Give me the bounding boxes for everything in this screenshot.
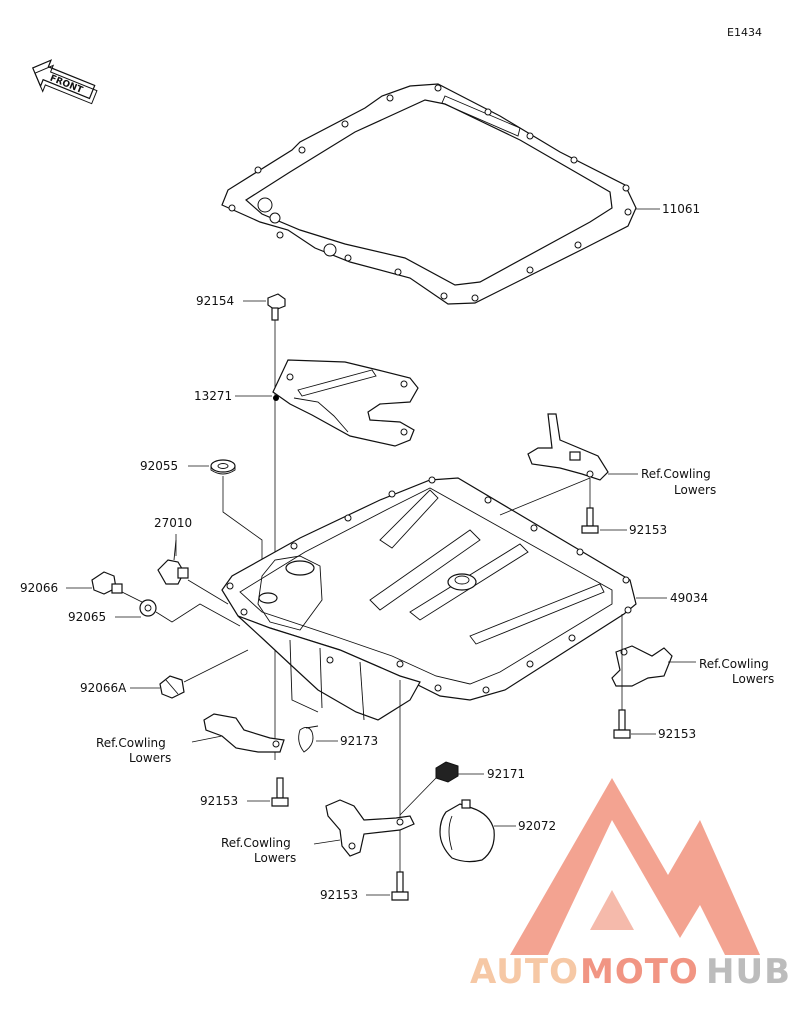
callout-13271: 13271 [194, 389, 232, 403]
plug-92066 [91, 571, 123, 595]
bracket-bottom [325, 799, 415, 857]
ref-right-line2: Lowers [732, 672, 774, 686]
diagram-code: E1434 [727, 26, 762, 39]
front-arrow-icon: FRONT [31, 59, 98, 105]
ref-left-line2: Lowers [129, 751, 171, 765]
plate-13271 [272, 359, 419, 447]
bracket-left [203, 713, 285, 753]
clamp-92171 [435, 761, 459, 783]
callout-11061: 11061 [662, 202, 700, 216]
callout-92173: 92173 [340, 734, 378, 748]
bolt-92153-bottom [391, 871, 409, 901]
bracket-upper-right [527, 413, 609, 481]
callout-92065: 92065 [68, 610, 106, 624]
ref-right-line1: Ref.Cowling [699, 657, 769, 671]
callout-92153-upper-right: 92153 [629, 523, 667, 537]
ref-bottom-line1: Ref.Cowling [221, 836, 291, 850]
callout-92153-bottom: 92153 [320, 888, 358, 902]
ref-upper-right-line1: Ref.Cowling [641, 467, 711, 481]
ref-bottom-line2: Lowers [254, 851, 296, 865]
oil-pan-49034 [221, 476, 637, 721]
watermark-logo: AUTO MOTO HUB [470, 778, 791, 992]
watermark-word-hub: HUB [706, 952, 791, 992]
callout-92154: 92154 [196, 294, 234, 308]
watermark-word-auto: AUTO [470, 952, 579, 992]
callout-92153-left: 92153 [200, 794, 238, 808]
washer-92065 [139, 599, 157, 617]
bracket-right [611, 645, 673, 687]
bolt-92154 [267, 293, 286, 321]
callout-92066: 92066 [20, 581, 58, 595]
gasket-11061 [221, 83, 637, 305]
callout-92055: 92055 [140, 459, 178, 473]
bolt-92153-right [613, 709, 631, 739]
band-92072 [439, 799, 495, 863]
callout-92171: 92171 [487, 767, 525, 781]
plug-92066a [159, 675, 185, 699]
watermark-word-moto: MOTO [580, 952, 699, 992]
callout-27010: 27010 [154, 516, 192, 530]
washer-92055 [210, 459, 236, 475]
ref-left-line1: Ref.Cowling [96, 736, 166, 750]
callout-92153-right: 92153 [658, 727, 696, 741]
bolt-92153-left [271, 777, 289, 807]
callout-49034: 49034 [670, 591, 708, 605]
switch-27010 [157, 539, 189, 585]
clip-92173 [298, 725, 319, 753]
callout-92072: 92072 [518, 819, 556, 833]
callout-92066a: 92066A [80, 681, 127, 695]
ref-upper-right-line2: Lowers [674, 483, 716, 497]
bolt-92153-upper-right [581, 507, 599, 534]
